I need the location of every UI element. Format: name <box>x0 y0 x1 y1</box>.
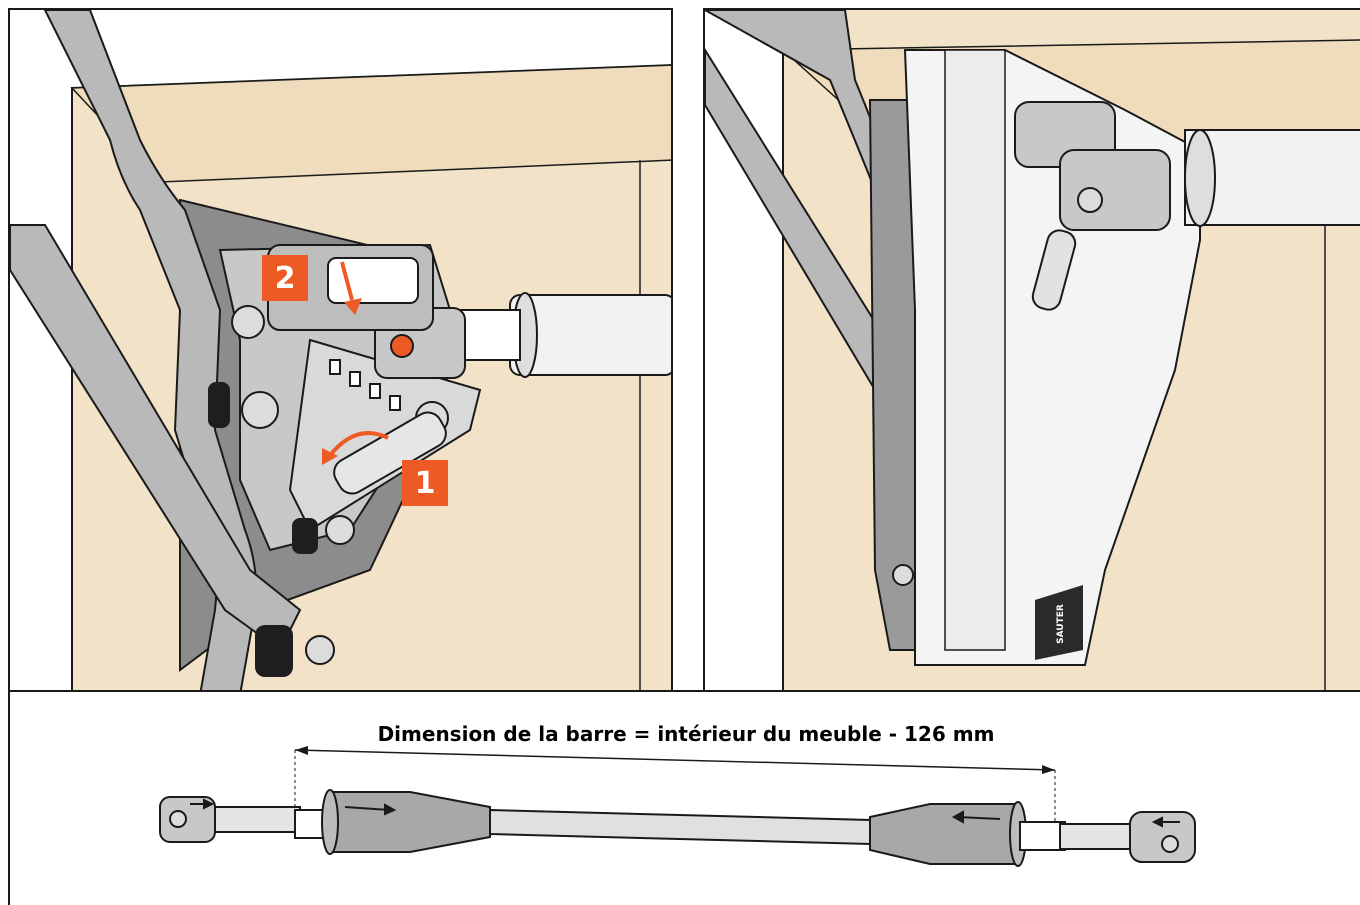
bar-dimension-label: Dimension de la barre = intérieur du meu… <box>377 722 995 746</box>
release-lever <box>333 411 447 495</box>
direction-arrow-icon <box>957 816 1001 820</box>
left-tapered-sleeve <box>329 791 491 853</box>
step-2-badge: 2 <box>262 255 308 301</box>
brand-logo-badge <box>1035 585 1083 660</box>
arrow-left-icon <box>295 746 308 755</box>
bar-dimension-panel: Dimension de la barre = intérieur du meu… <box>8 690 1360 905</box>
release-lever <box>1031 229 1077 311</box>
direction-arrow-icon <box>344 806 391 811</box>
bushing-icon <box>255 625 293 677</box>
screw-icon <box>325 515 355 545</box>
left-assembly-panel: 2 1 <box>8 8 673 693</box>
screw-icon <box>390 334 414 358</box>
bushing-icon <box>292 518 318 554</box>
screw-icon <box>1161 835 1179 853</box>
screw-icon <box>305 635 335 665</box>
dimension-line <box>294 749 1056 771</box>
step-1-badge: 1 <box>402 460 448 506</box>
brand-logo-text: SAUTER <box>1056 604 1066 644</box>
right-assembly-panel: SAUTER <box>703 8 1360 693</box>
central-bar <box>489 808 871 846</box>
screw-icon <box>169 810 187 828</box>
right-tapered-sleeve <box>869 803 1016 865</box>
cabinet-top-panel <box>70 64 671 183</box>
rotate-arrow-icon <box>326 431 389 460</box>
arrow-right-icon <box>1042 765 1055 774</box>
coupling-block <box>1059 149 1171 231</box>
left-square-shaft <box>214 806 301 833</box>
right-square-shaft <box>1059 823 1136 850</box>
bushing-icon <box>208 382 230 428</box>
screw-icon <box>1077 187 1103 213</box>
bar-assembly-illustration <box>159 746 1196 867</box>
screw-icon <box>231 305 265 339</box>
mechanism-closed-illustration: SAUTER <box>705 10 1360 691</box>
down-arrow-icon <box>340 261 354 301</box>
screw-icon <box>892 564 914 586</box>
screw-icon <box>241 391 279 429</box>
mechanism-open-illustration <box>10 10 671 691</box>
right-end-cap <box>1129 811 1196 863</box>
